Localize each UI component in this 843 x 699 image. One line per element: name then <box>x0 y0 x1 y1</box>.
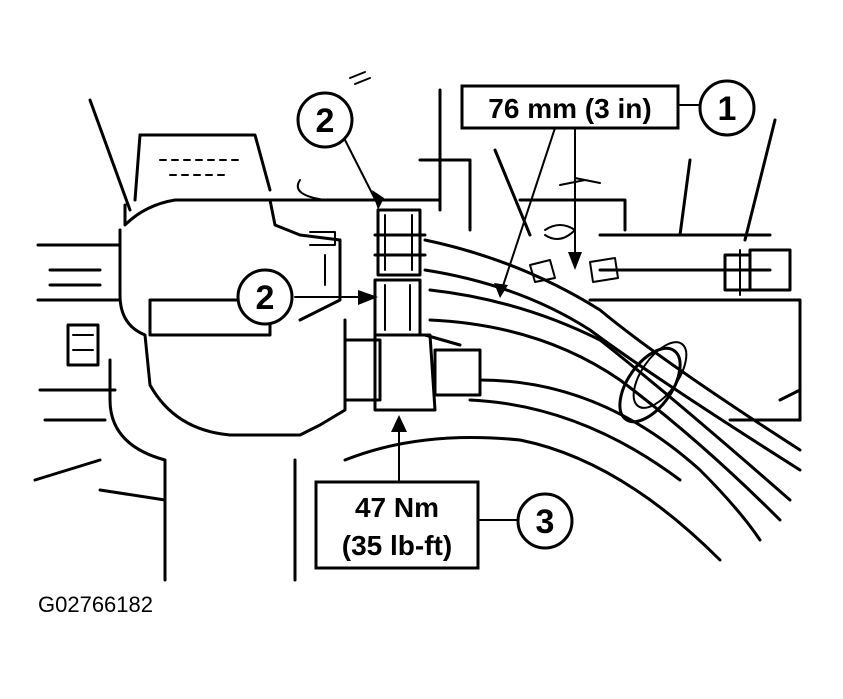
length-label: 76 mm (3 in) <box>488 93 651 124</box>
callout-circles <box>236 79 756 550</box>
background-structure <box>36 88 802 422</box>
callout-number-3: 3 <box>536 503 555 541</box>
left-fitting <box>66 323 100 367</box>
right-fitting <box>723 248 792 296</box>
label-boxes <box>314 84 680 570</box>
torque-label-box <box>314 480 480 570</box>
filter-housing <box>33 133 347 582</box>
callout-number-1: 1 <box>718 90 737 128</box>
leader-lines <box>294 104 701 521</box>
upper-fitting <box>373 208 427 277</box>
callout-circle-1 <box>698 79 756 137</box>
length-label-box <box>460 84 680 130</box>
detail-marks <box>296 71 371 286</box>
hose-clamp <box>618 341 688 424</box>
arrowheads <box>358 190 582 432</box>
callout-number-2-lower: 2 <box>256 279 275 317</box>
callout-circle-2-lower <box>236 268 294 326</box>
torque-lbft-label: (35 lb-ft) <box>342 530 452 561</box>
torque-nut <box>343 278 482 412</box>
callout-number-2-upper: 2 <box>316 102 335 140</box>
figure-id: G02766182 <box>38 592 153 617</box>
callout-circle-3 <box>516 492 574 550</box>
fuel-hoses <box>343 238 802 562</box>
torque-nm-label: 47 Nm <box>355 492 439 523</box>
callout-circle-2-upper <box>296 91 354 149</box>
